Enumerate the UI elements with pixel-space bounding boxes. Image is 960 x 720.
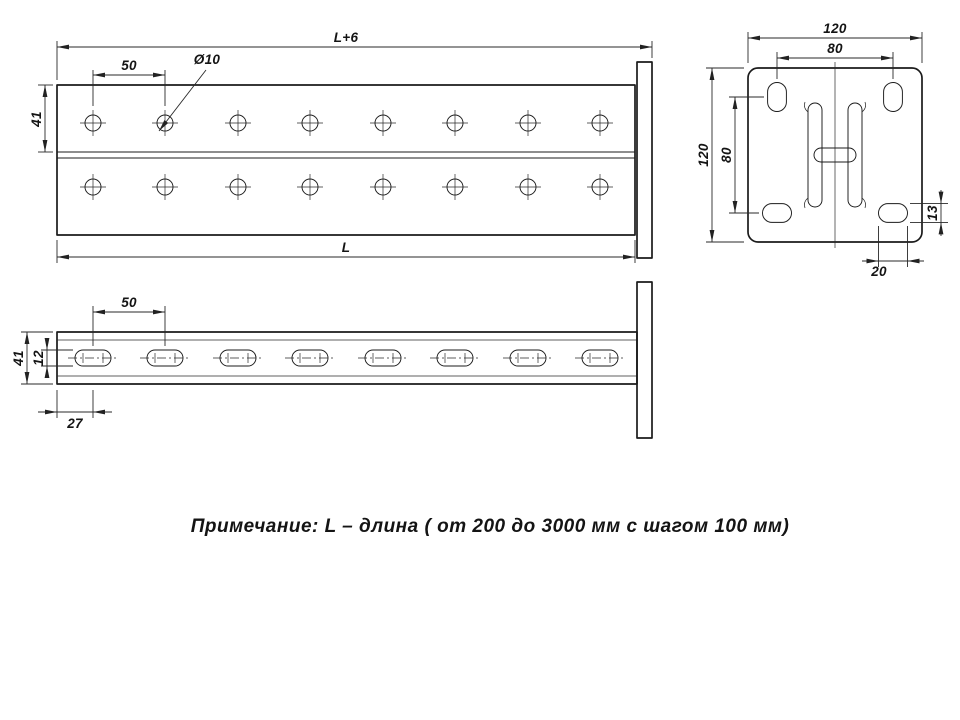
- dim-slot-pitch: 50: [92, 295, 166, 346]
- end-view-corner-slots: [762, 82, 908, 223]
- dim-label-end-offset: 27: [66, 416, 84, 431]
- dim-hole-diameter: Ø10: [158, 52, 221, 132]
- plan-view-body: [56, 61, 653, 259]
- dim-end-offset: 27: [38, 390, 112, 431]
- note-text: Примечание: L – длина ( от 200 до 3000 м…: [191, 516, 790, 537]
- dim-overall-length: L+6: [56, 30, 653, 80]
- dim-label-hole-pitch: 50: [121, 58, 137, 73]
- dim-plate-width: 120: [747, 21, 923, 63]
- dim-label-slot-width: 12: [31, 350, 46, 366]
- dim-label-overall-length: L+6: [334, 30, 359, 45]
- dim-corner-slot-height: 13: [910, 190, 948, 236]
- dim-label-corner-slot-height: 13: [925, 205, 940, 221]
- dim-label-slot-pitch-horizontal: 80: [827, 41, 843, 56]
- dim-label-row-offset: 41: [29, 111, 44, 128]
- side-view: 50 41 12 27: [11, 281, 653, 439]
- end-plate: [636, 61, 653, 259]
- end-view: 120 80 120 80: [696, 21, 948, 279]
- dim-label-slot-pitch-vertical: 80: [719, 147, 734, 163]
- dim-label-hole-diameter: Ø10: [194, 52, 221, 67]
- strut-profile-section: [804, 101, 866, 209]
- side-view-body: [56, 281, 653, 439]
- end-view-plate: [747, 62, 923, 248]
- dim-label-profile-height: 41: [11, 350, 26, 367]
- plan-view-holes-row-1: [79, 109, 614, 137]
- dim-profile-height: 41: [11, 331, 53, 385]
- dim-label-plate-width: 120: [823, 21, 847, 36]
- dim-corner-slot-width: 20: [862, 226, 924, 279]
- plan-view: L+6 50 Ø10 41 L: [29, 30, 653, 263]
- end-plate-side: [636, 281, 653, 439]
- dim-slot-pitch-vertical: 80: [719, 96, 764, 214]
- side-view-slots: [67, 349, 626, 367]
- dim-hole-pitch: 50: [92, 58, 166, 106]
- dim-label-slot-pitch: 50: [121, 295, 137, 310]
- dim-label-length: L: [342, 240, 351, 255]
- dim-plate-height: 120: [696, 67, 744, 243]
- dim-label-corner-slot-width: 20: [870, 264, 887, 279]
- dim-slot-pitch-horizontal: 80: [776, 41, 894, 79]
- plan-view-holes-row-2: [79, 173, 614, 201]
- dim-length: L: [56, 240, 636, 263]
- dim-label-plate-height: 120: [696, 143, 711, 167]
- dim-slot-width: 12: [31, 338, 73, 378]
- dim-row-offset: 41: [29, 84, 53, 153]
